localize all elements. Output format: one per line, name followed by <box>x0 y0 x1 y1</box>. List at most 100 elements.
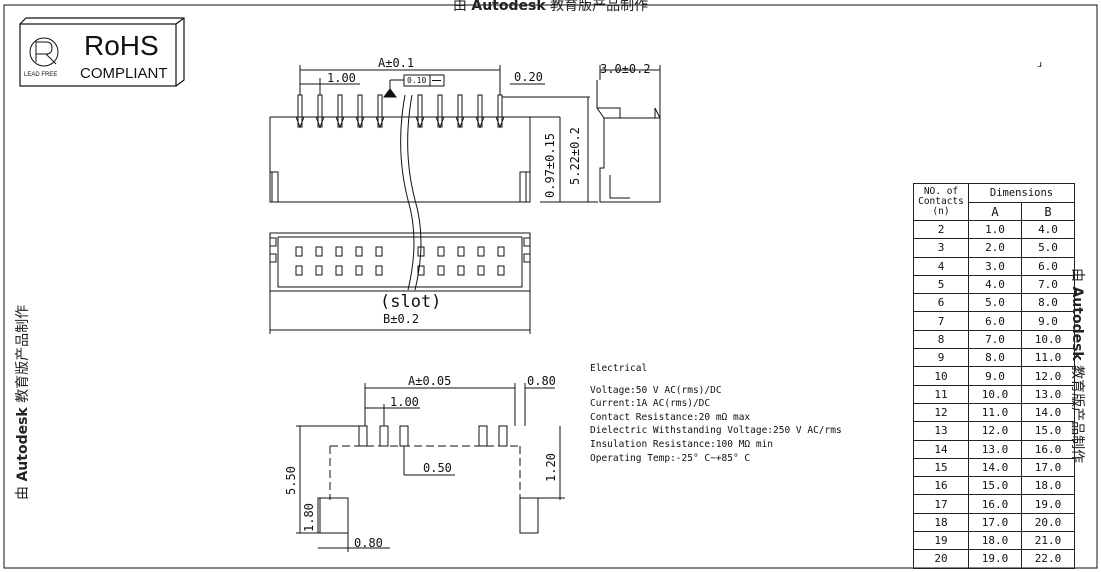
cell-b: 18.0 <box>1021 476 1075 496</box>
cell-contacts: 19 <box>913 531 969 551</box>
header-line: NO. of <box>923 186 959 197</box>
watermark-left: 由 Autodesk 教育版产品制作 <box>12 305 32 500</box>
cell-contacts: 14 <box>913 439 969 459</box>
electrical-specs: Electrical Voltage:50 V AC(rms)/DC Curre… <box>590 362 842 465</box>
cell-a: 8.0 <box>968 348 1022 368</box>
cell-b: 14.0 <box>1021 402 1075 423</box>
slot-label: (slot) <box>380 292 442 312</box>
cell-contacts: 5 <box>913 274 969 295</box>
cell-contacts: 13 <box>913 421 969 441</box>
cell-contacts: 2 <box>913 219 969 240</box>
cell-b: 8.0 <box>1021 293 1075 313</box>
cell-a: 10.0 <box>968 384 1022 404</box>
header-line: (n) <box>932 206 950 217</box>
cell-b: 16.0 <box>1021 439 1075 459</box>
dim-bottom-b: B±0.2 <box>383 312 420 326</box>
drawing-mark: ɹ <box>1037 60 1043 70</box>
watermark-brand: Autodesk <box>15 407 31 482</box>
cell-b: 19.0 <box>1021 494 1075 514</box>
dim-side-h1: 0.97±0.15 <box>543 132 557 198</box>
spec-current: Current:1A AC(rms)/DC <box>590 398 711 410</box>
dim-top-right: 0.20 <box>514 70 543 84</box>
watermark-brand: Autodesk <box>471 0 546 14</box>
dim-pcb-pitch: 1.00 <box>390 395 419 409</box>
cell-a: 16.0 <box>968 494 1022 514</box>
dim-pcb-w: 0.80 <box>354 536 383 550</box>
watermark-prefix: 由 <box>15 481 31 500</box>
rohs-subtitle: COMPLIANT <box>80 65 168 82</box>
cell-a: 15.0 <box>968 476 1022 496</box>
spec-insulation: Insulation Resistance:100 MΩ min <box>590 438 774 450</box>
cell-contacts: 6 <box>913 293 969 313</box>
cell-a: 9.0 <box>968 366 1022 386</box>
dim-pcb-h3: 1.80 <box>302 503 316 532</box>
watermark-prefix: 由 <box>452 0 472 14</box>
drawing-border <box>3 4 1098 569</box>
cell-a: 1.0 <box>968 219 1022 240</box>
cell-contacts: 8 <box>913 329 969 350</box>
watermark-top: 由 Autodesk 教育版产品制作 <box>0 0 1101 15</box>
connector-side-view <box>540 65 661 203</box>
cell-contacts: 7 <box>913 311 969 331</box>
dim-top-pitch: 1.00 <box>327 71 356 85</box>
cell-a: 3.0 <box>968 256 1022 276</box>
electrical-title: Electrical <box>590 363 648 374</box>
table-header-dimensions: Dimensions <box>968 183 1075 203</box>
dim-pcb-height: 5.50 <box>284 466 298 495</box>
cell-b: 17.0 <box>1021 457 1075 478</box>
cell-a: 14.0 <box>968 457 1022 478</box>
watermark-suffix: 教育版产品制作 <box>545 0 649 14</box>
dim-side-width: 3.0±0.2 <box>600 62 651 76</box>
cell-a: 18.0 <box>968 531 1022 551</box>
cell-b: 12.0 <box>1021 366 1075 386</box>
cell-b: 21.0 <box>1021 531 1075 551</box>
cell-contacts: 9 <box>913 348 969 368</box>
cell-contacts: 20 <box>913 549 969 569</box>
dim-top-a: A±0.1 <box>378 56 415 70</box>
pcb-layout <box>296 383 565 552</box>
header-line: Contacts <box>918 196 964 207</box>
spec-voltage: Voltage:50 V AC(rms)/DC <box>590 384 722 396</box>
dim-pcb-right: 0.80 <box>527 374 556 388</box>
rohs-title: RoHS <box>84 30 159 61</box>
cell-b: 13.0 <box>1021 384 1075 404</box>
spec-dielectric: Dielectric Withstanding Voltage:250 V AC… <box>590 425 842 437</box>
cell-b: 4.0 <box>1021 219 1075 240</box>
cell-a: 11.0 <box>968 402 1022 423</box>
cell-b: 15.0 <box>1021 421 1075 441</box>
spec-temp: Operating Temp:-25° C~+85° C <box>590 452 751 464</box>
dim-pcb-a: A±0.05 <box>408 374 452 388</box>
lead-free-label: LEAD FREE <box>24 72 58 78</box>
dim-side-h2: 5.22±0.2 <box>568 127 582 185</box>
cell-a: 12.0 <box>968 421 1022 441</box>
spec-contact-resistance: Contact Resistance:20 mΩ max <box>590 411 751 423</box>
cell-b: 6.0 <box>1021 256 1075 276</box>
cell-contacts: 18 <box>913 512 969 533</box>
watermark-suffix: 教育版产品制作 <box>15 304 31 408</box>
cell-a: 17.0 <box>968 512 1022 533</box>
dim-tolerance-box: 0.10 <box>407 76 427 85</box>
cell-b: 7.0 <box>1021 274 1075 295</box>
dim-pcb-pad: 0.50 <box>423 461 452 475</box>
cell-a: 19.0 <box>968 549 1022 569</box>
cell-b: 9.0 <box>1021 311 1075 331</box>
table-header-b: B <box>1021 202 1075 221</box>
cell-b: 10.0 <box>1021 329 1075 350</box>
cell-b: 5.0 <box>1021 238 1075 258</box>
cell-contacts: 17 <box>913 494 969 514</box>
